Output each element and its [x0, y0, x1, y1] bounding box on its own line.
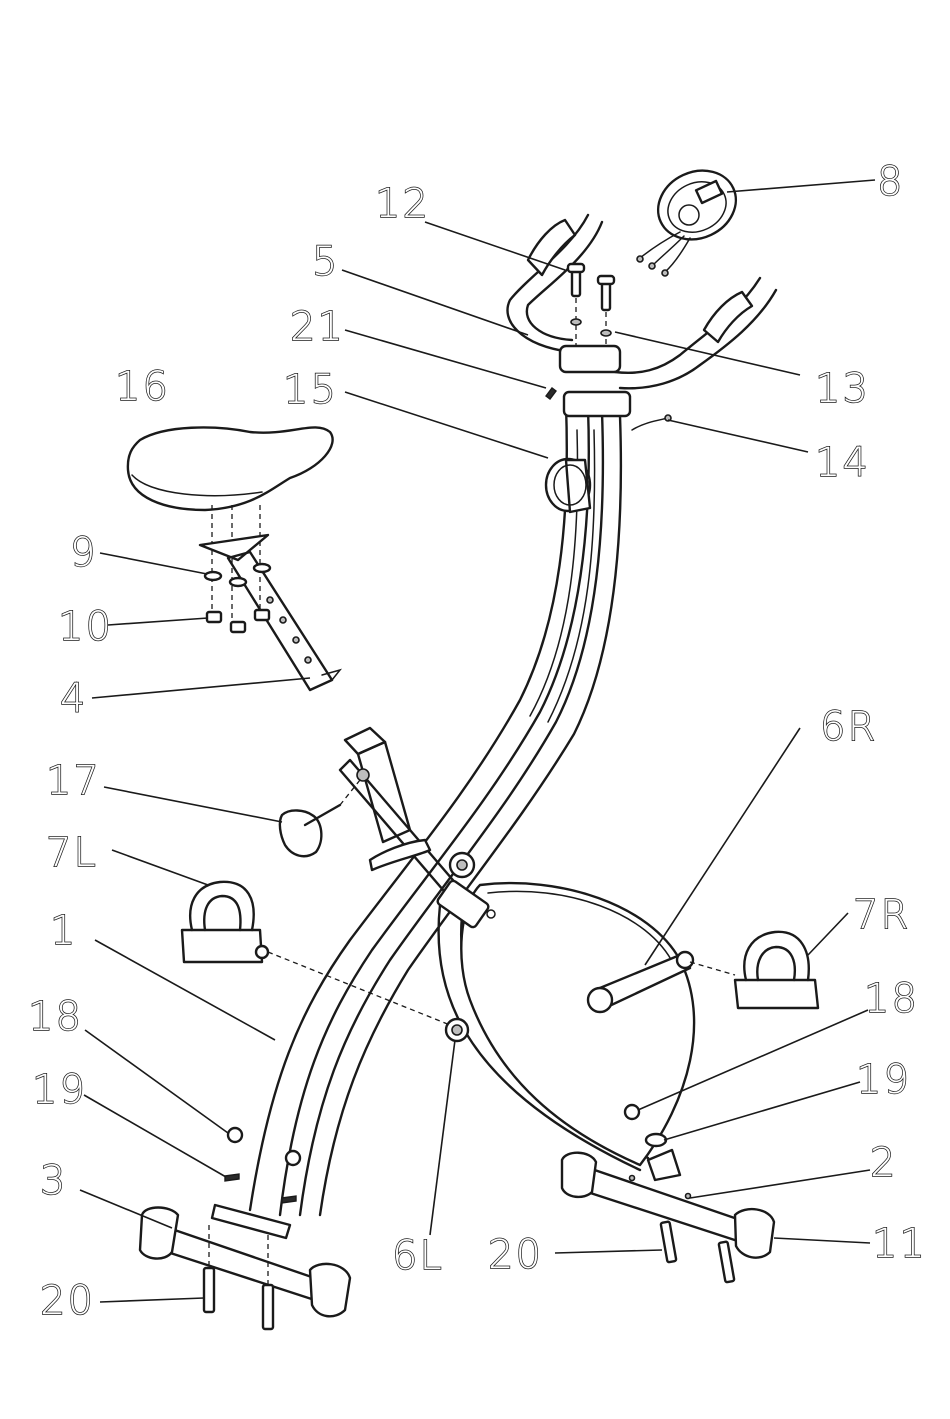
label-7R: 7R [853, 892, 910, 938]
flywheel-cover [436, 879, 694, 1165]
label-21: 21 [290, 304, 345, 350]
label-7L: 7L [46, 830, 98, 876]
label-18-left: 18 [28, 994, 83, 1040]
seat-adjust-knob [280, 780, 360, 856]
leader-lines [80, 180, 875, 1302]
label-10: 10 [58, 604, 113, 650]
label-1: 1 [50, 908, 77, 954]
label-5: 5 [312, 239, 339, 285]
front-stabilizer [140, 1205, 350, 1329]
label-11: 11 [872, 1221, 927, 1267]
label-6R: 6R [820, 704, 877, 750]
label-18-right: 18 [864, 976, 919, 1022]
label-13: 13 [815, 366, 870, 412]
rear-stabilizer [562, 1150, 774, 1282]
pedal-right [735, 932, 818, 1008]
label-2: 2 [870, 1140, 897, 1186]
label-9: 9 [70, 530, 97, 576]
label-14: 14 [815, 440, 870, 486]
seat [128, 427, 333, 620]
label-12: 12 [375, 181, 430, 227]
right-grip-sensor [704, 292, 752, 342]
label-16: 16 [115, 364, 170, 410]
label-15: 15 [283, 367, 338, 413]
label-4: 4 [60, 676, 87, 722]
label-3: 3 [40, 1158, 67, 1204]
pedal-left [182, 882, 450, 1025]
label-6L: 6L [392, 1233, 444, 1279]
label-20-right: 20 [488, 1232, 543, 1278]
label-17: 17 [46, 758, 101, 804]
handlebar [508, 215, 777, 388]
tension-knob [546, 459, 590, 512]
label-19-left: 19 [32, 1067, 87, 1113]
label-8: 8 [877, 159, 904, 205]
handlebar-bolts [568, 264, 614, 346]
handlebar-clamp [560, 346, 620, 372]
seat-tube-insert [345, 728, 410, 842]
stem-clamp [564, 392, 630, 416]
label-19-right: 19 [856, 1057, 911, 1103]
crank-left [446, 1019, 468, 1041]
label-20-left: 20 [40, 1278, 95, 1324]
monitor [637, 158, 747, 276]
